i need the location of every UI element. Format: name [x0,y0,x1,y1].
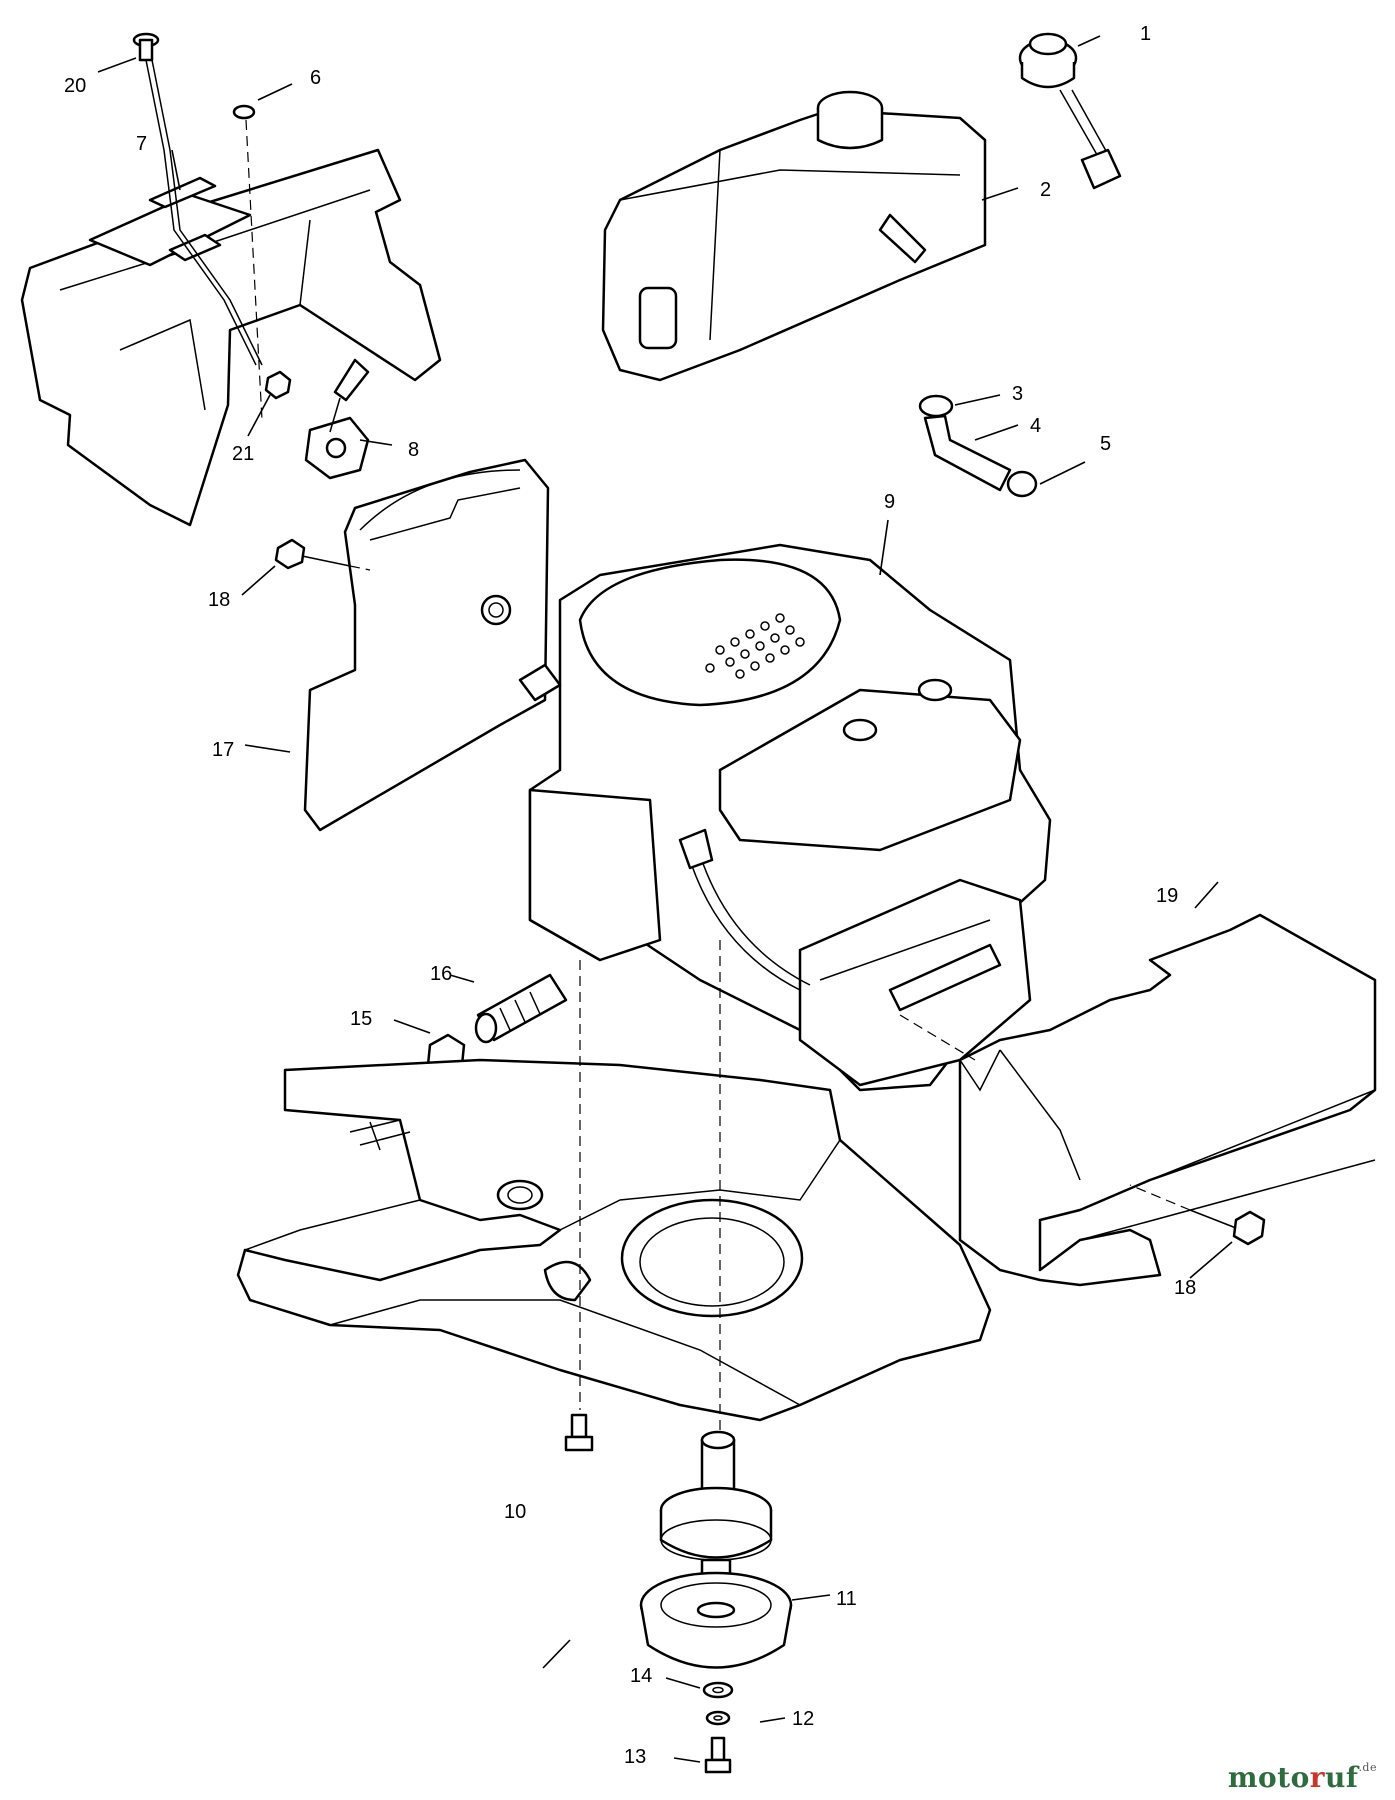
callout-10: 10 [504,1501,526,1523]
chassis-frame [236,1058,992,1422]
callout-4: 4 [1030,415,1041,437]
screw-part-6 [232,104,263,421]
callout-19: 19 [1156,885,1178,907]
heat-shield-part-19 [958,913,1377,1287]
fuel-line-clamps [918,394,1038,498]
throttle-control-part-8 [304,358,370,480]
screw-part-18-left [274,538,371,571]
fuel-cap-gauge-part-1 [1018,32,1122,190]
engine-part-9 [518,543,1052,1092]
callout-12: 12 [792,1708,814,1730]
callout-9: 9 [884,491,895,513]
watermark-part-2: r [1309,1761,1326,1794]
callout-21: 21 [232,443,254,465]
pulley-assembly-part-11 [639,1430,793,1669]
callout-3: 3 [1012,383,1023,405]
lock-washer-part-12 [705,1710,731,1726]
callout-18-left: 18 [208,589,230,611]
callout-8: 8 [408,439,419,461]
callout-18-right: 18 [1174,1277,1196,1299]
washer-part-14 [702,1681,734,1699]
bolt-part-18-right [1129,1184,1266,1246]
dash-panel-shroud [20,148,442,527]
callout-6: 6 [310,67,321,89]
fuel-tank-part-2 [601,90,987,382]
callout-7: 7 [136,133,147,155]
watermark-tld: .de [1358,1761,1377,1774]
callout-2: 2 [1040,179,1051,201]
callout-17: 17 [212,739,234,761]
callout-20: 20 [64,75,86,97]
callout-16: 16 [430,963,452,985]
callout-labels: 1 2 3 4 5 6 7 8 9 10 11 12 13 14 15 16 1… [64,23,1196,1768]
engine-vent-holes [705,613,805,679]
callout-1: 1 [1140,23,1151,45]
callout-5: 5 [1100,433,1111,455]
watermark-part-1: moto [1227,1761,1310,1794]
watermark-part-3: uf [1325,1761,1359,1794]
callout-14: 14 [630,1665,652,1687]
leader-lines [97,35,1233,1763]
throttle-knob-rod [132,32,263,366]
nut-part-21 [264,370,292,400]
callout-15: 15 [350,1008,372,1030]
callout-13: 13 [624,1746,646,1768]
bolt-part-10 [564,1413,594,1452]
callout-11: 11 [836,1588,857,1610]
spacer-part-16 [474,973,568,1044]
center-line-muffler [899,1014,976,1061]
bolt-part-13 [704,1736,732,1774]
heat-shield-part-17 [303,458,550,832]
watermark-logo: motoruf.de [1228,1761,1377,1794]
